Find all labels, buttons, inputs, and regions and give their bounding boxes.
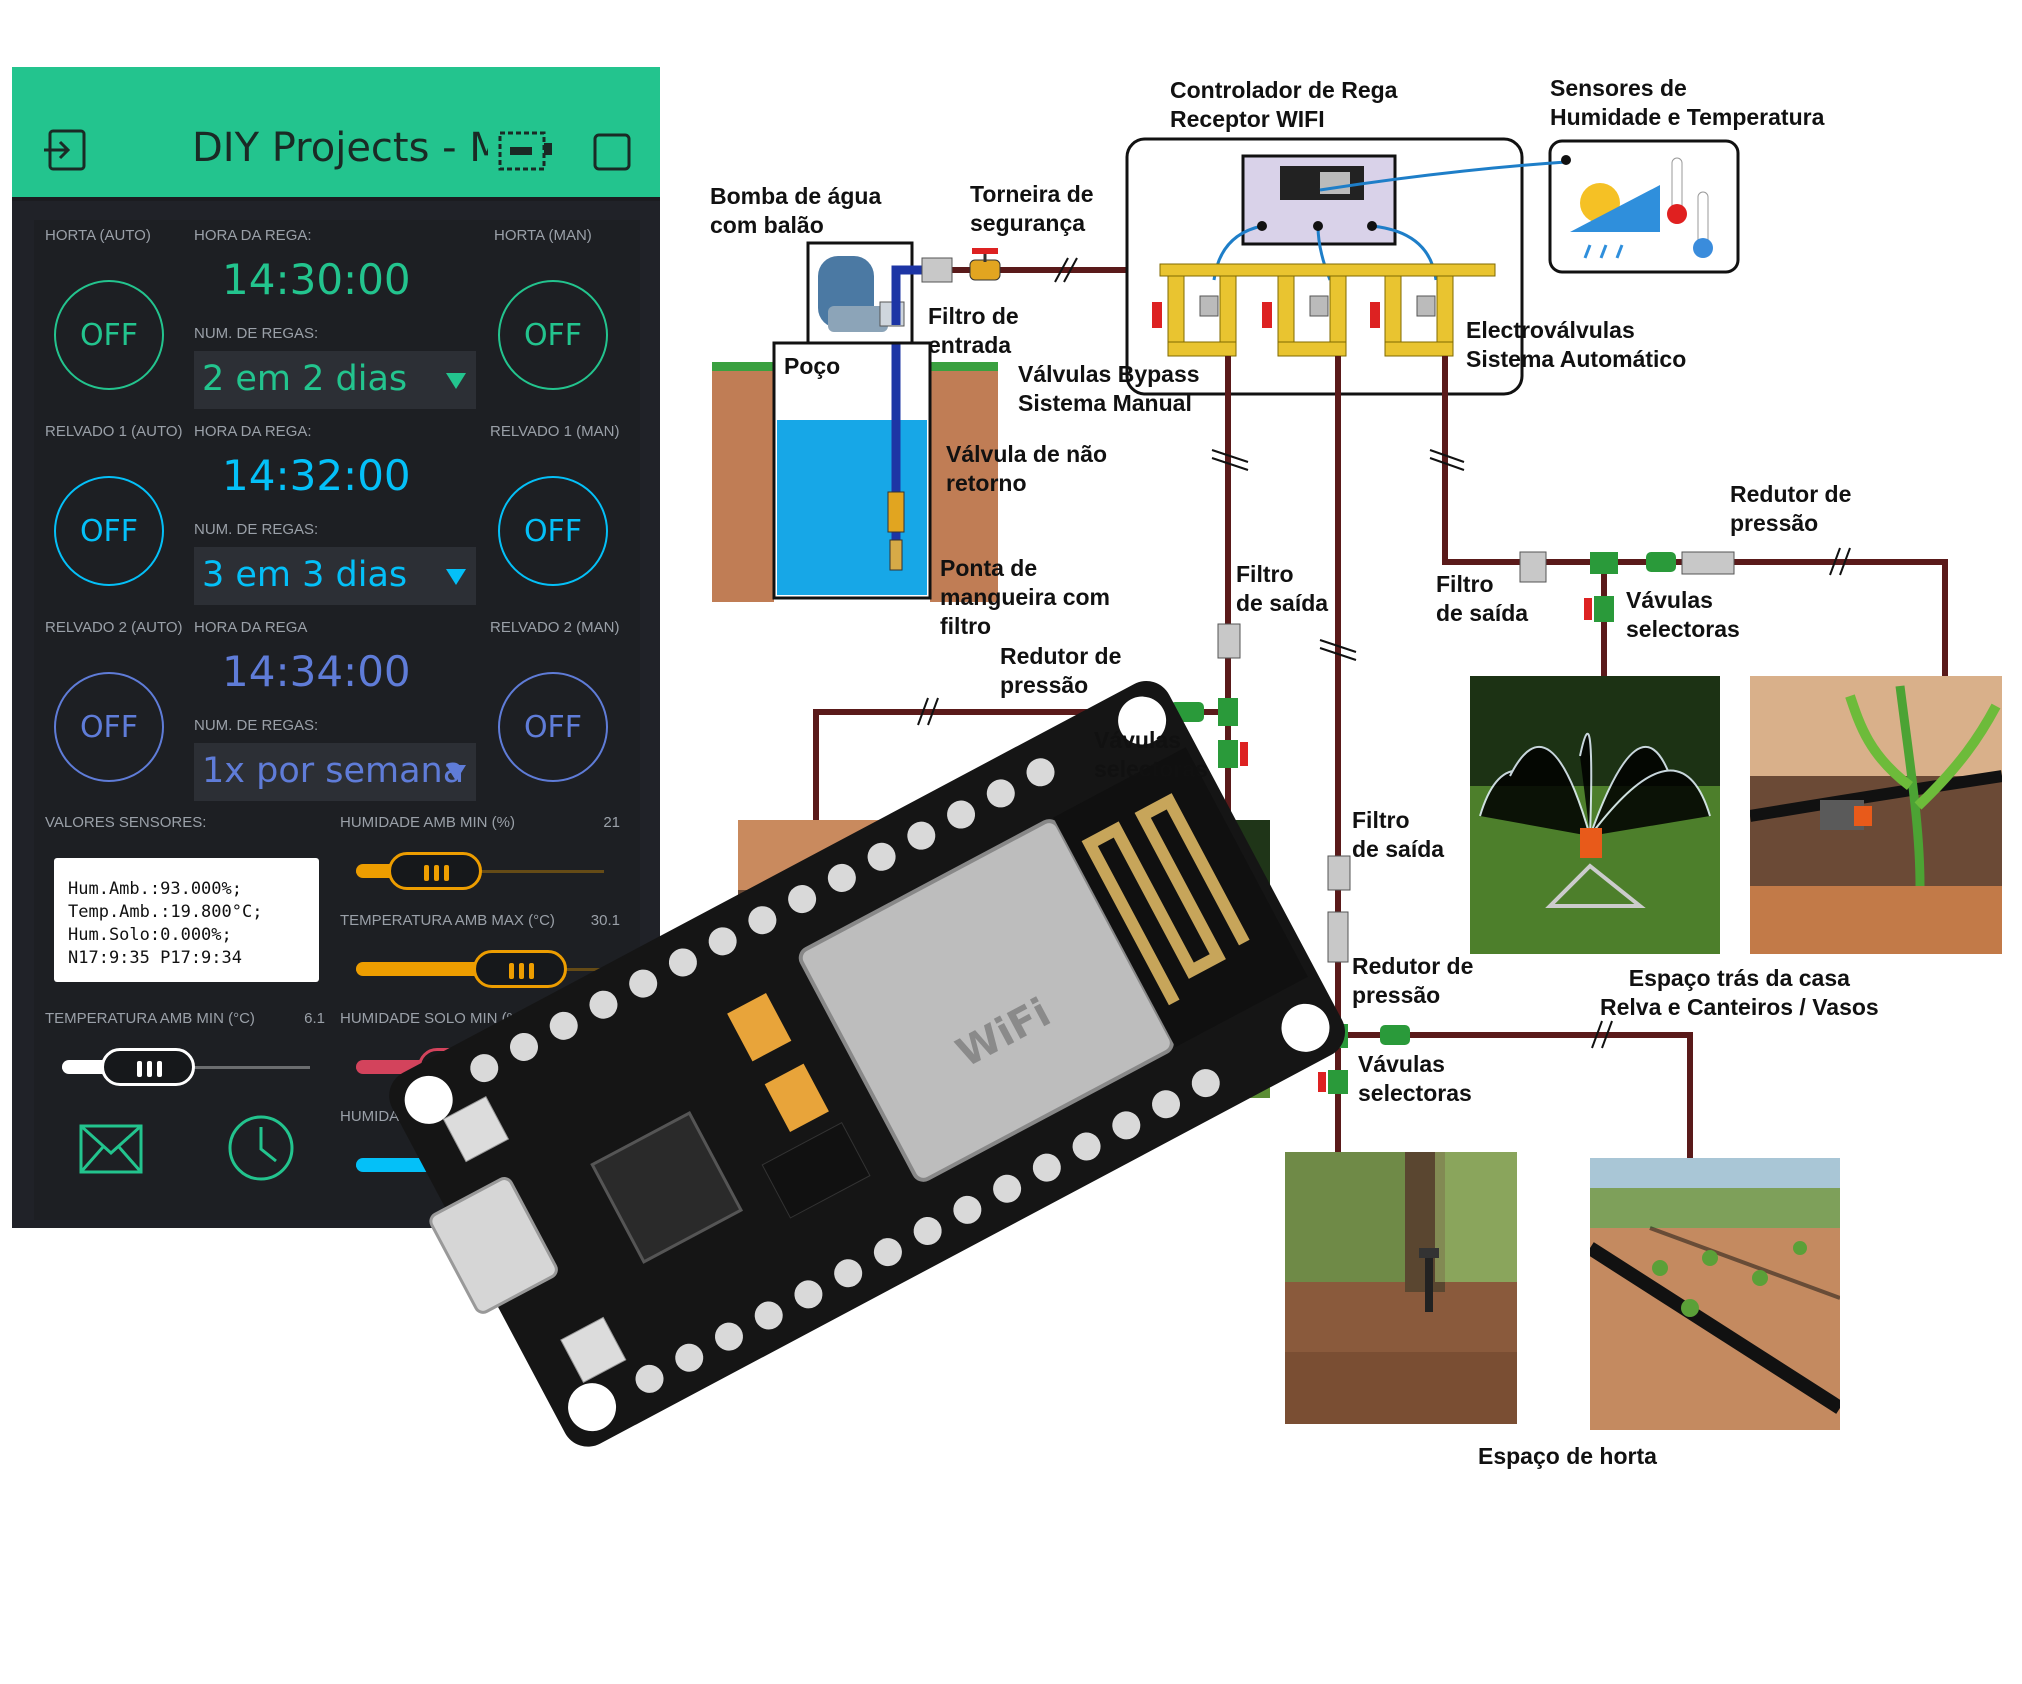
- grip-icon: [434, 865, 440, 881]
- zone-1-frequency-select[interactable]: 2 em 2 dias: [194, 351, 476, 409]
- garden-photo-2: [1590, 1158, 1840, 1430]
- zone-1-auto-label: HORTA (AUTO): [45, 227, 151, 244]
- sensor-line: Hum.Solo:0.000%;: [68, 925, 232, 945]
- chevron-down-icon: [446, 569, 466, 585]
- slider-handle[interactable]: [388, 852, 483, 890]
- zone-2-man-label: RELVADO 1 (MAN): [490, 423, 620, 440]
- grip-icon: [156, 1061, 162, 1077]
- grip-icon: [509, 963, 515, 979]
- app-header: DIY Projects - My: [12, 67, 660, 201]
- label-well: Poço: [784, 353, 841, 379]
- valve-manifold: [1152, 275, 1454, 357]
- zone-1-frequency: 2 em 2 dias: [202, 359, 408, 399]
- exit-icon[interactable]: [42, 125, 92, 175]
- garden-photo-1: [1285, 1152, 1517, 1424]
- sensor-line: Hum.Amb.:93.000%;: [68, 879, 242, 899]
- slider-label: HUMIDADE SOLO MIN (%): [340, 1010, 526, 1027]
- slider-value: 6.1: [304, 1010, 325, 1027]
- zone-2-auto-label: RELVADO 1 (AUTO): [45, 423, 183, 440]
- mail-icon[interactable]: [78, 1123, 144, 1175]
- zone-2-frequency: 3 em 3 dias: [202, 555, 408, 595]
- slider-value: 30.1: [590, 912, 620, 929]
- sensors-label: VALORES SENSORES:: [45, 814, 207, 831]
- sensor-line: Temp.Amb.:19.800°C;: [68, 902, 263, 922]
- zone-1-man-label: HORTA (MAN): [494, 227, 592, 244]
- zone-3-time-label: HORA DA REGA: [194, 619, 308, 636]
- sensor-terminal: Hum.Amb.:93.000%; Temp.Amb.:19.800°C; Hu…: [54, 858, 319, 982]
- zone-3-man-button[interactable]: OFF: [498, 672, 608, 782]
- zone-2-auto-button[interactable]: OFF: [54, 476, 164, 586]
- zone-3-frequency: 1x por semana: [202, 751, 465, 791]
- zone-2-time[interactable]: 14:32:00: [222, 451, 411, 500]
- zone-2-frequency-select[interactable]: 3 em 3 dias: [194, 547, 476, 605]
- zone-2-time-label: HORA DA REGA:: [194, 423, 312, 440]
- device-icon[interactable]: [498, 129, 554, 173]
- zone-3-auto-button[interactable]: OFF: [54, 672, 164, 782]
- slider-label: HUMIDADE AMB MIN (%): [340, 814, 516, 831]
- chevron-down-icon: [446, 373, 466, 389]
- thermometer-icon: [1667, 157, 1713, 258]
- grip-icon: [424, 865, 430, 881]
- sprinkler-photo-2: [1470, 676, 1720, 954]
- grip-icon: [519, 963, 525, 979]
- zone-3-num-label: NUM. DE REGAS:: [194, 717, 319, 734]
- zone-1-time[interactable]: 14:30:00: [222, 255, 411, 304]
- zone-3-frequency-select[interactable]: 1x por semana: [194, 743, 476, 801]
- app-title: DIY Projects - My: [192, 125, 488, 171]
- grip-icon: [146, 1061, 152, 1077]
- zone-1-time-label: HORA DA REGA:: [194, 227, 312, 244]
- grip-icon: [444, 865, 450, 881]
- fittings: [1109, 551, 1735, 1094]
- zone-1-man-button[interactable]: OFF: [498, 280, 608, 390]
- zone-1-num-label: NUM. DE REGAS:: [194, 325, 319, 342]
- stop-icon[interactable]: [592, 132, 632, 172]
- slider-handle[interactable]: [100, 1048, 195, 1086]
- drip-photo-2: [1750, 676, 2002, 954]
- slider-handle[interactable]: [473, 950, 568, 988]
- sensor-line: N17:9:35 P17:9:34: [68, 948, 242, 968]
- zone-3-auto-label: RELVADO 2 (AUTO): [45, 619, 183, 636]
- zone-1-auto-button[interactable]: OFF: [54, 280, 164, 390]
- slider-value: 21: [603, 814, 620, 831]
- weather-icon: [1570, 183, 1660, 259]
- chevron-down-icon: [446, 765, 466, 781]
- zone-2-man-button[interactable]: OFF: [498, 476, 608, 586]
- grip-icon: [529, 963, 535, 979]
- grip-icon: [136, 1061, 142, 1077]
- label-garden: Espaço de horta: [1478, 1443, 1657, 1469]
- clock-icon[interactable]: [226, 1113, 296, 1183]
- zone-2-num-label: NUM. DE REGAS:: [194, 521, 319, 538]
- zone-3-man-label: RELVADO 2 (MAN): [490, 619, 620, 636]
- zone-3-time[interactable]: 14:34:00: [222, 647, 411, 696]
- slider-label: TEMPERATURA AMB MAX (°C): [340, 912, 555, 929]
- slider-label: TEMPERATURA AMB MIN (°C): [45, 1010, 255, 1027]
